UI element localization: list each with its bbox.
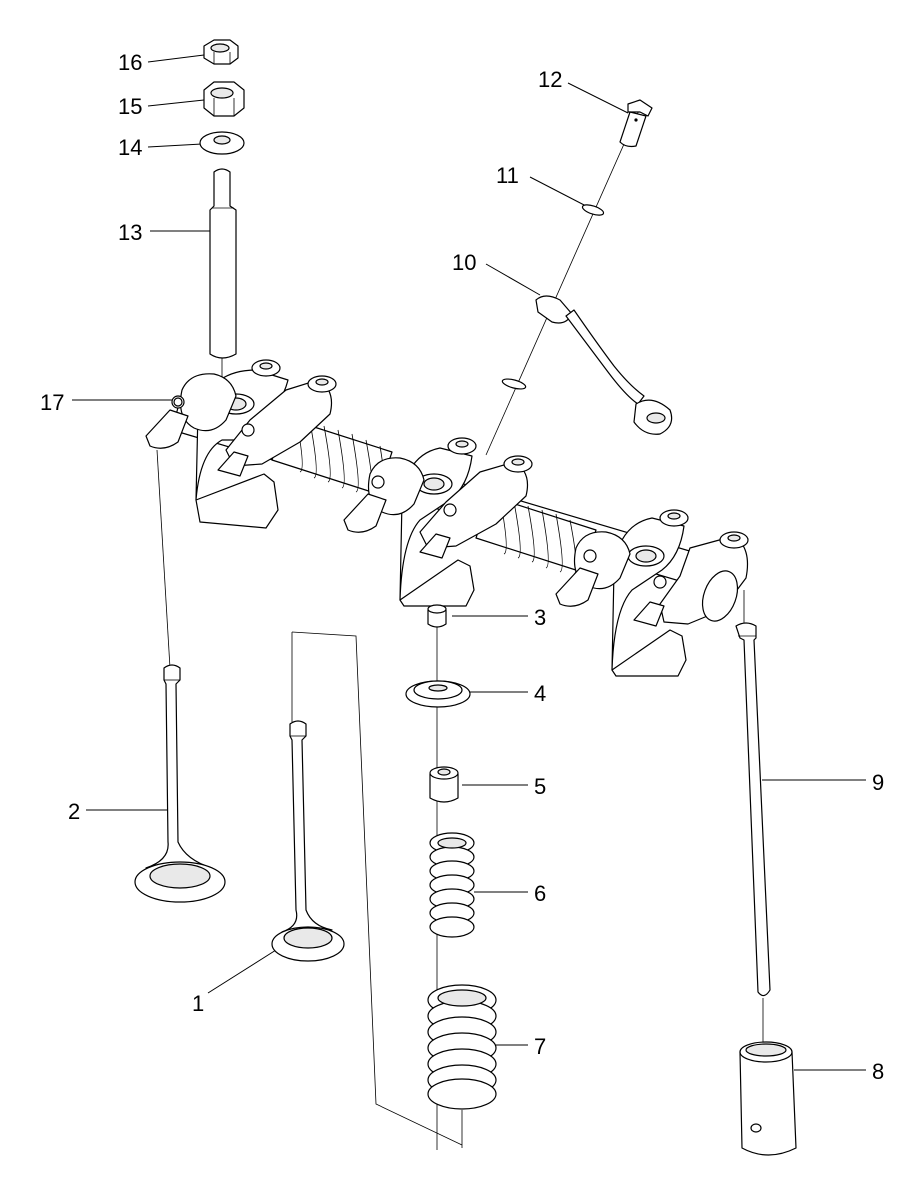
- leader-1: [207, 949, 277, 994]
- bracket-line-a: [291, 631, 463, 1146]
- callout-2: 2: [68, 799, 80, 824]
- inner-spring-6: [429, 832, 475, 938]
- leader-12: [567, 82, 629, 114]
- rocker-bracket-2: [343, 437, 533, 607]
- rocker-shaft-assembly: [145, 359, 749, 677]
- callout-16: 16: [118, 50, 142, 75]
- callout-labels: 16 15 14 13 17 12 11 10 3 4 5 6 7 8 9 2 …: [40, 50, 884, 1084]
- leader-11: [529, 176, 589, 208]
- leader-10: [485, 263, 541, 296]
- valve-seal-5: [429, 766, 459, 803]
- callout-6: 6: [534, 881, 546, 906]
- washer-14: [199, 131, 245, 155]
- tappet-8: [739, 1041, 797, 1156]
- outer-spring-7: [427, 984, 497, 1110]
- rocker-bracket-1: [145, 359, 337, 529]
- rocker-bracket-3: [555, 509, 749, 677]
- nut-15: [203, 81, 245, 117]
- callout-5: 5: [534, 774, 546, 799]
- spring-retainer-4: [405, 680, 471, 708]
- push-rod-9: [735, 622, 771, 997]
- callout-12: 12: [538, 67, 562, 92]
- callout-8: 8: [872, 1059, 884, 1084]
- callout-11: 11: [496, 163, 519, 188]
- leader-16: [147, 54, 205, 63]
- bolt-12: [619, 99, 653, 148]
- valve-1: [271, 720, 345, 962]
- callout-17: 17: [40, 390, 64, 415]
- callout-1: 1: [192, 991, 204, 1016]
- oil-pipe-10: [501, 295, 673, 435]
- leader-14: [147, 143, 203, 148]
- callout-13: 13: [118, 220, 142, 245]
- axis-bolt: [485, 107, 641, 456]
- callout-9: 9: [872, 770, 884, 795]
- callout-10: 10: [452, 250, 476, 275]
- ring-11: [581, 204, 605, 216]
- callout-14: 14: [118, 135, 142, 160]
- axis-valve-2: [156, 449, 171, 669]
- callout-4: 4: [534, 681, 546, 706]
- valve-2: [134, 664, 226, 903]
- callout-7: 7: [534, 1034, 546, 1059]
- callout-15: 15: [118, 94, 142, 119]
- nut-16: [203, 39, 239, 65]
- callout-3: 3: [534, 605, 546, 630]
- leader-15: [147, 99, 205, 107]
- adjusting-screw-17: [173, 397, 183, 407]
- valve-cap-3: [427, 604, 447, 628]
- stud-13: [209, 168, 237, 359]
